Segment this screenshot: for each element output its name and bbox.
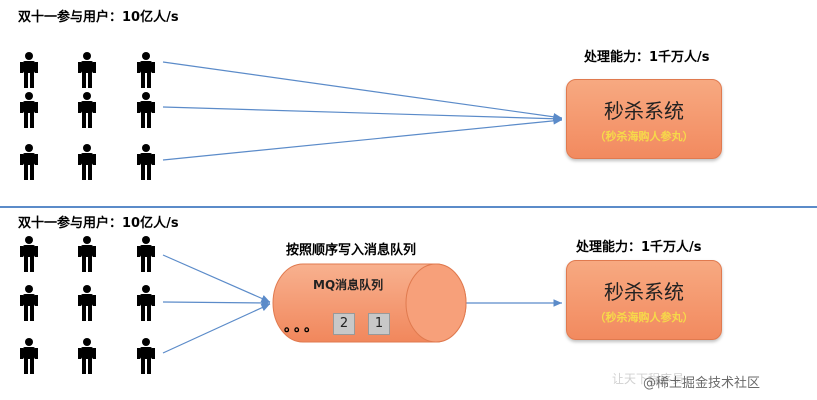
person-icon bbox=[20, 338, 38, 374]
person-icon bbox=[137, 52, 155, 88]
bottom-seckill-system-box: 秒杀系统 （秒杀海购人参丸） bbox=[566, 260, 722, 340]
bottom-arrow-3 bbox=[162, 303, 271, 354]
person-icon bbox=[137, 236, 155, 272]
person-icon bbox=[20, 144, 38, 180]
person-icon bbox=[78, 92, 96, 128]
section-divider bbox=[0, 206, 817, 208]
person-icon bbox=[78, 285, 96, 321]
person-icon bbox=[78, 338, 96, 374]
queue-cell: 1 bbox=[368, 313, 390, 335]
faint-watermark: 让天下程序员 bbox=[612, 372, 685, 386]
top-users-label: 双十一参与用户：10亿人/s bbox=[18, 10, 179, 25]
bottom-capacity-label: 处理能力：1千万人/s bbox=[576, 240, 702, 255]
watermark: @稀土掘金技术社区 bbox=[643, 376, 761, 391]
person-icon bbox=[20, 92, 38, 128]
person-icon bbox=[78, 52, 96, 88]
top-arrow-2 bbox=[162, 106, 563, 123]
bottom-arrow-1 bbox=[162, 254, 271, 303]
system-title: 秒杀系统 bbox=[604, 279, 684, 304]
queue-ellipsis: 。。。 bbox=[284, 319, 321, 335]
person-icon bbox=[20, 52, 38, 88]
mq-queue-label: MQ消息队列 bbox=[313, 278, 384, 292]
person-icon bbox=[20, 236, 38, 272]
queue-cell: 2 bbox=[333, 313, 355, 335]
system-subtitle: （秒杀海购人参丸） bbox=[594, 310, 694, 324]
person-icon bbox=[78, 144, 96, 180]
person-icon bbox=[137, 338, 155, 374]
top-arrow-1 bbox=[162, 61, 563, 121]
person-icon bbox=[20, 285, 38, 321]
mq-queue-cylinder-cap bbox=[405, 263, 467, 343]
person-icon bbox=[137, 285, 155, 321]
system-title: 秒杀系统 bbox=[604, 98, 684, 123]
person-icon bbox=[137, 92, 155, 128]
top-arrow-3 bbox=[162, 117, 563, 161]
top-seckill-system-box: 秒杀系统 （秒杀海购人参丸） bbox=[566, 79, 722, 159]
system-subtitle: （秒杀海购人参丸） bbox=[594, 129, 694, 143]
bottom-arrow-2 bbox=[162, 299, 271, 307]
person-icon bbox=[78, 236, 96, 272]
mq-caption: 按照顺序写入消息队列 bbox=[286, 243, 417, 258]
person-icon bbox=[137, 144, 155, 180]
top-capacity-label: 处理能力：1千万人/s bbox=[584, 50, 710, 65]
bottom-users-label: 双十一参与用户：10亿人/s bbox=[18, 216, 179, 231]
